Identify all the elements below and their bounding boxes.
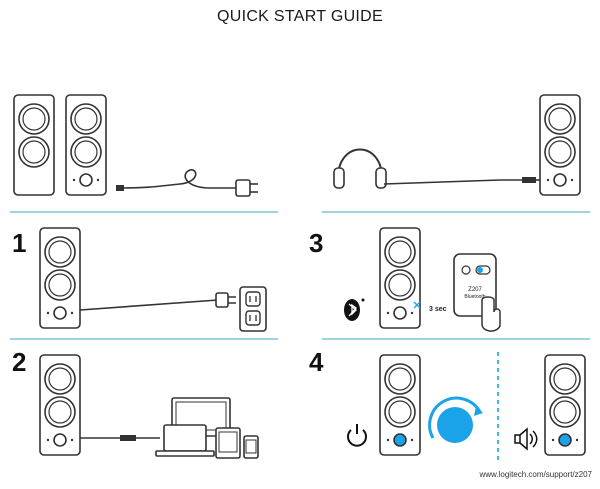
speaker-icon	[40, 355, 80, 455]
laptop-icon	[155, 424, 215, 457]
speaker-icon	[379, 354, 421, 456]
speaker-icon	[544, 354, 586, 456]
headphone-cable	[383, 179, 522, 185]
speaker-icon	[13, 94, 55, 196]
speaker-icon	[380, 228, 420, 328]
volume-icon	[514, 427, 538, 451]
speaker-icon	[40, 228, 80, 328]
power-plug-icon	[235, 179, 258, 197]
audio-cable	[119, 169, 236, 189]
power-cable	[79, 299, 219, 311]
step-number-1: 1	[12, 228, 27, 258]
support-url: www.logitech.com/support/z207	[479, 470, 593, 479]
hold-duration-label: 3 sec	[429, 306, 447, 313]
speaker-icon	[540, 95, 580, 195]
volume-knob-icon	[428, 396, 483, 443]
speaker-icon	[66, 95, 106, 195]
phone-icon	[243, 435, 259, 459]
pairing-card-model: Z207	[468, 287, 482, 293]
step-number-2: 2	[12, 347, 27, 377]
pairing-card-label: Bluetooth	[464, 294, 485, 300]
guide-title: QUICK START GUIDE	[216, 8, 383, 25]
step-number-4: 4	[309, 347, 324, 377]
headphones-icon	[333, 148, 387, 189]
power-plug-icon	[215, 292, 236, 308]
step-number-3: 3	[309, 228, 324, 258]
finger-press-icon	[481, 296, 501, 332]
bluetooth-icon	[344, 298, 365, 321]
bluetooth-indicator-icon	[413, 301, 421, 309]
wall-outlet-icon	[239, 286, 267, 332]
tablet-icon	[215, 427, 241, 459]
power-icon	[347, 424, 367, 447]
